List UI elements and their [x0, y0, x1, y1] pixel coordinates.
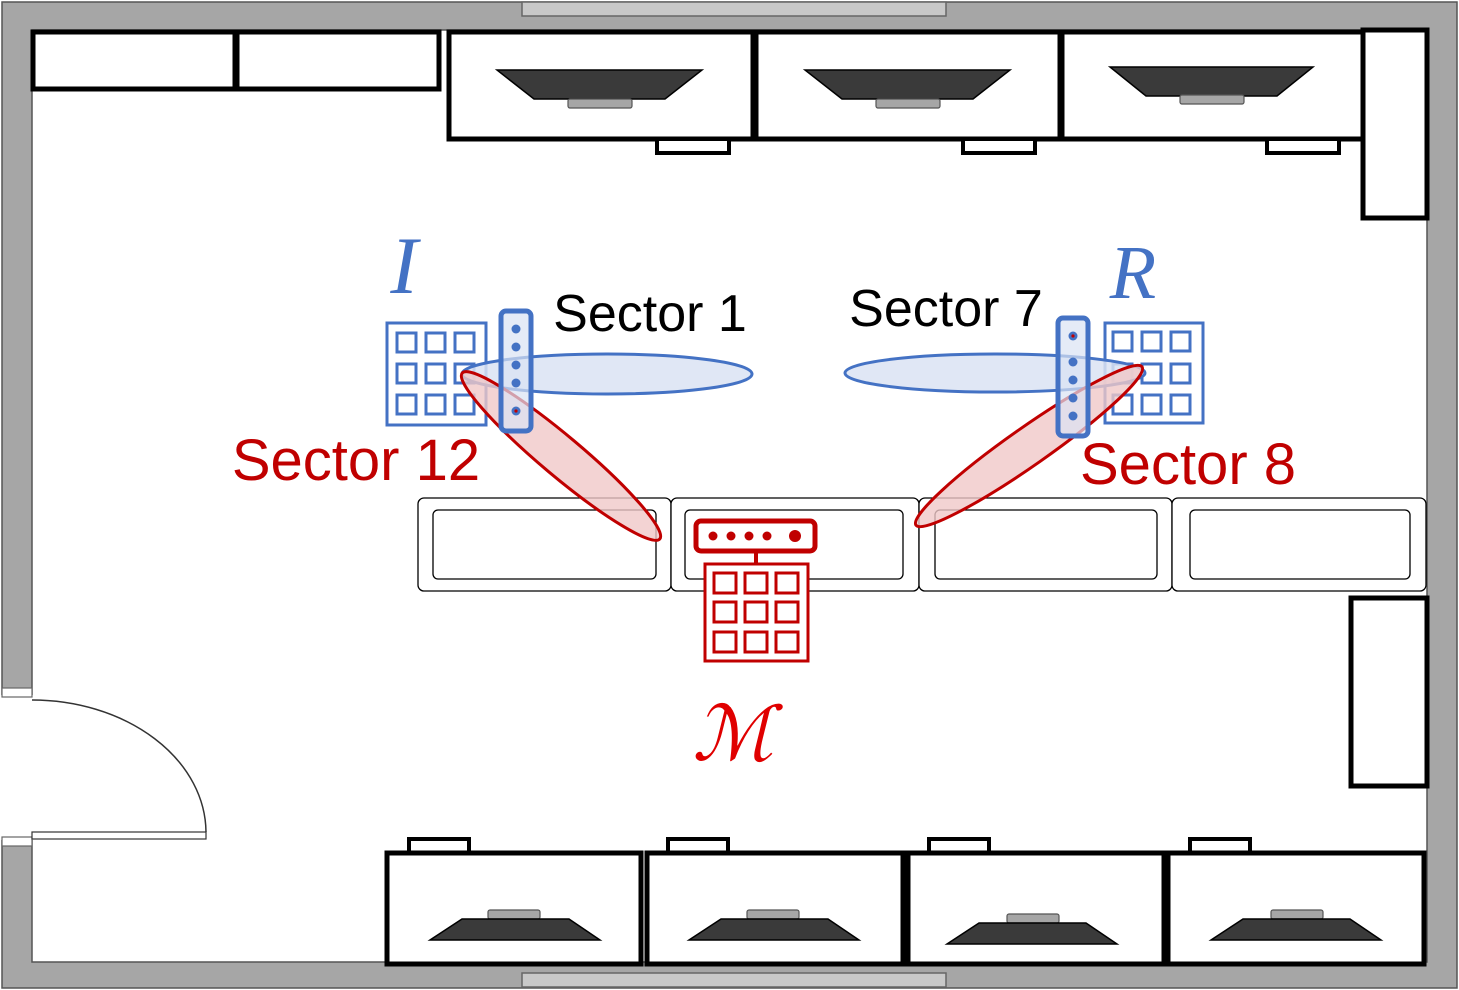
- label-node-m: ℳ: [692, 693, 783, 777]
- monitor-icon: [1208, 918, 1384, 941]
- monitor-icon: [494, 69, 705, 100]
- label-node-i: I: [389, 220, 421, 311]
- label-sector-7: Sector 7: [849, 280, 1043, 338]
- window-bottom: [521, 972, 947, 988]
- door-swing-arc: [31, 699, 207, 833]
- monitor-icon: [944, 922, 1120, 945]
- bottom-desks: [384, 837, 1427, 967]
- monitor-icon: [1107, 66, 1316, 97]
- top-desks: [446, 29, 1369, 155]
- desk-bottom-3: [905, 837, 1167, 967]
- desk-top-3: [1059, 29, 1369, 155]
- label-sector-8: Sector 8: [1080, 432, 1296, 497]
- monitor-icon: [686, 918, 862, 941]
- door-frame-top: [1, 687, 33, 698]
- desk-top-2: [753, 29, 1063, 155]
- desk-bottom-1: [384, 837, 644, 967]
- device-m-icon: [693, 518, 818, 564]
- door-leaf: [31, 831, 207, 840]
- device-r-icon: [1055, 315, 1091, 439]
- door-opening: [0, 695, 34, 840]
- monitor-icon: [802, 69, 1013, 100]
- antenna-array-r-icon: [1103, 321, 1205, 425]
- label-sector-12: Sector 12: [232, 428, 480, 493]
- node-m: [693, 518, 818, 663]
- right-cabinet-bottom: [1348, 595, 1430, 789]
- right-cabinet-top: [1360, 27, 1430, 221]
- antenna-array-m-icon: [703, 562, 810, 663]
- desk-bottom-2: [644, 837, 906, 967]
- desk-top-1: [446, 29, 756, 155]
- door-frame-bottom: [1, 836, 33, 847]
- device-i-icon: [498, 308, 534, 434]
- top-left-cabinets: [30, 29, 442, 92]
- label-sector-1: Sector 1: [553, 285, 747, 343]
- label-node-r: R: [1109, 231, 1156, 315]
- desk-bottom-4: [1165, 837, 1427, 967]
- monitor-icon: [427, 918, 603, 941]
- window-top: [521, 1, 947, 17]
